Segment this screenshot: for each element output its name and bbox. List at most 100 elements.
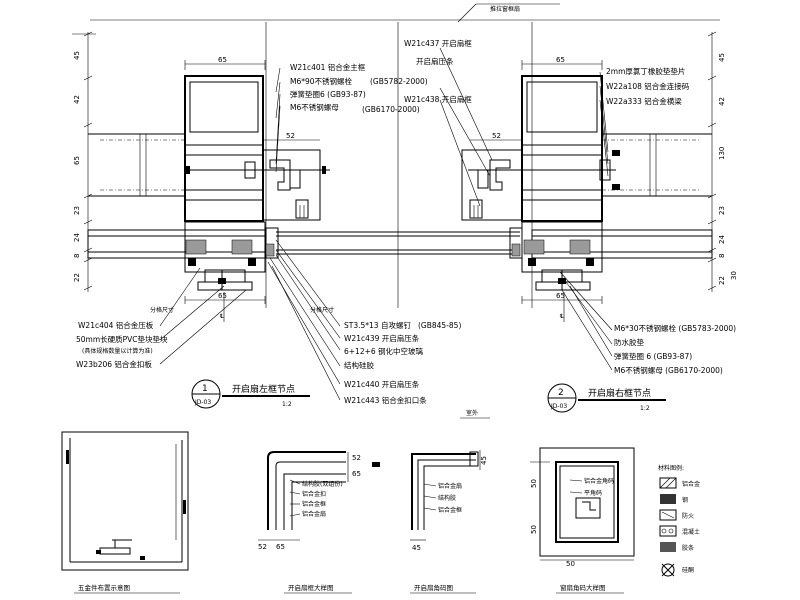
sub2-caption: 开启扇框大样图	[288, 583, 334, 592]
top-label: 推拉窗框扇	[490, 5, 520, 13]
right-dim-8: 22	[718, 276, 726, 285]
sub4-dim-1: 50	[530, 479, 538, 488]
legend-item-1: 铝合金	[682, 480, 700, 488]
callout-tm-4: W21c438 开启扇框	[404, 94, 472, 104]
callouts-bottom-right: M6*30不锈钢螺栓 (GB5783-2000) 防水胶垫 弹簧垫圈 6 (GB…	[614, 323, 736, 375]
callout-tr-3: W22a333 铝合金横梁	[606, 96, 682, 106]
sub3-dim-1: 45	[480, 456, 488, 465]
callout-tm-1: W21c437 开启扇框	[404, 38, 472, 48]
top-width-right: 65	[556, 56, 565, 64]
centerline-left: ℄	[220, 313, 224, 320]
callout-tr-2: W22a108 铝合金连接码	[606, 81, 690, 91]
callout-tm-2: (GB5782-2000)	[370, 77, 428, 86]
sub2-label-2: 铝合金扣	[302, 490, 326, 498]
sub3-label-2: 结构胶	[438, 494, 456, 502]
material-legend: 材料图例: 铝合金 钢 防火 混凝土 胶条 硅酮	[658, 464, 700, 577]
left-dim-6: 8	[73, 254, 81, 258]
detail2-scale: 1:2	[640, 405, 650, 412]
callout-tl-2: M6*90不锈钢螺栓	[290, 76, 353, 86]
sub2-label-4: 铝合金扇	[302, 510, 326, 518]
small-dim-left: 分格尺寸	[150, 306, 174, 314]
sub-detail-corner-bracket: 50 50 50 铝合金角码 平角码 窗扇角码大样图	[530, 447, 635, 594]
gb-note: (GB845-85)	[418, 321, 461, 330]
right-dim-2: 42	[718, 97, 726, 106]
detail-title-2: 2 JD-03 开启扇右框节点 1:2	[547, 383, 666, 413]
right-dim-7: 30	[730, 271, 738, 280]
detail2-sheet: JD-03	[550, 403, 567, 410]
detail1-num: 1	[202, 384, 208, 394]
callout-tr-1: 2mm厚氯丁橡胶垫垫片	[606, 66, 685, 76]
sub2-dim-4: 65	[276, 543, 285, 551]
outdoor-note: 室外	[466, 409, 478, 417]
legend-item-4: 混凝土	[682, 528, 700, 536]
sub3-label-3: 铝合金框	[438, 506, 462, 514]
callout-tm-5: (GB6170-2000)	[362, 105, 420, 114]
left-dim-1: 45	[73, 51, 81, 60]
legend-item-3: 防火	[682, 512, 694, 520]
left-dim-4: 23	[73, 206, 81, 215]
sub4-dim-3: 50	[566, 560, 575, 568]
callouts-top-right: 2mm厚氯丁橡胶垫垫片 W22a108 铝合金连接码 W22a333 铝合金横梁	[606, 66, 690, 106]
legend-title: 材料图例:	[658, 464, 684, 472]
sub2-dim-3: 52	[258, 543, 267, 551]
right-dim-4: 23	[718, 206, 726, 215]
left-dim-3: 65	[73, 156, 81, 165]
callout-br-2: 防水胶垫	[614, 337, 644, 347]
sub4-caption: 窗扇角码大样图	[560, 583, 606, 592]
left-dim-5: 24	[73, 233, 81, 242]
right-dim-5: 24	[718, 235, 726, 244]
callout-bl-2: 50mm长硬质PVC垫块垫块	[76, 334, 168, 344]
sub3-dim-2: 45	[412, 544, 421, 552]
callouts-bottom-mid: ST3.5*13 自攻螺钉 W21c439 开启扇压条 6+12+6 钢化中空玻…	[344, 320, 490, 419]
sub2-dim-2: 65	[352, 470, 361, 478]
sub-detail-sash-frame: 52 65 52 65 结构胶(双组份) 铝合金扣 铝合金框 铝合金扇 开启扇框…	[258, 451, 380, 594]
mid-width-right: 52	[492, 132, 501, 140]
sub3-caption: 开启扇角码图	[414, 583, 453, 592]
detail2-title: 开启扇右框节点	[588, 387, 651, 399]
mid-width-left: 52	[286, 132, 295, 140]
sub2-dim-1: 52	[352, 454, 361, 462]
callout-bm-2: W21c439 开启扇压条	[344, 333, 420, 343]
detail2-num: 2	[558, 388, 564, 398]
callouts-bottom-left: W21c404 铝合金压板 50mm长硬质PVC垫块垫块 (具体规格数量以计算为…	[76, 320, 168, 369]
left-mullion-section: 65 52	[87, 56, 398, 322]
callout-tl-4: M6不锈钢螺母	[290, 102, 339, 112]
bottom-width-left: 65	[218, 292, 227, 300]
detail1-sheet: JD-03	[194, 399, 211, 406]
left-dim-2: 42	[73, 95, 81, 104]
callouts-top-left: W21c401 铝合金主框 M6*90不锈钢螺栓 弹簧垫圈6 (GB93-87)…	[290, 62, 366, 112]
sub2-label-1: 结构胶(双组份)	[302, 480, 343, 488]
callout-bm-1: ST3.5*13 自攻螺钉	[344, 320, 411, 330]
sub2-label-3: 铝合金框	[302, 500, 326, 508]
detail-title-1: 1 JD-03 开启扇左框节点 1:2	[191, 379, 310, 409]
callout-bm-4: 结构硅胶	[344, 360, 374, 370]
top-width-left: 65	[218, 56, 227, 64]
sub3-label-1: 铝合金扇	[438, 482, 462, 490]
detail1-title: 开启扇左框节点	[232, 383, 295, 395]
legend-item-2: 钢	[682, 496, 688, 504]
callout-leaders	[159, 47, 613, 401]
detail1-scale: 1:2	[282, 401, 292, 408]
sub4-label-1: 铝合金角码	[584, 477, 614, 485]
callout-br-1: M6*30不锈钢螺栓 (GB5783-2000)	[614, 323, 736, 333]
callout-bl-4: W23b206 铝合金扣板	[76, 359, 152, 369]
sub-detail-hardware: 五金件布置示意图	[61, 431, 189, 594]
callout-bl-3: (具体规格数量以计算为准)	[82, 347, 153, 355]
callout-bm-5: W21c440 开启扇压条	[344, 379, 420, 389]
right-mullion-section: 65 52	[398, 56, 713, 322]
callouts-top-mid: W21c437 开启扇框 (GB5782-2000) 开启扇压条 W21c438…	[362, 38, 472, 114]
callout-br-3: 弹簧垫圈 6 (GB93-87)	[614, 351, 692, 361]
sub4-dim-2: 50	[530, 525, 538, 534]
left-dimension-chain: 45 42 65 23 24 8 22	[72, 31, 96, 292]
callout-tl-3: 弹簧垫圈6 (GB93-87)	[290, 89, 366, 99]
sub-detail-corner: 45 45 铝合金扇 结构胶 铝合金框 开启扇角码图	[410, 450, 488, 594]
sub4-label-2: 平角码	[584, 489, 602, 497]
right-dim-3: 130	[718, 147, 726, 160]
centerline-right: ℄	[560, 313, 564, 320]
small-dim-mid: 分格尺寸	[310, 306, 334, 314]
top-label-group: 推拉窗框扇	[90, 3, 720, 23]
bottom-width-right: 65	[556, 292, 565, 300]
right-dim-1: 45	[718, 53, 726, 62]
callout-bm-6: W21c443 铝合金扣口条	[344, 395, 427, 405]
